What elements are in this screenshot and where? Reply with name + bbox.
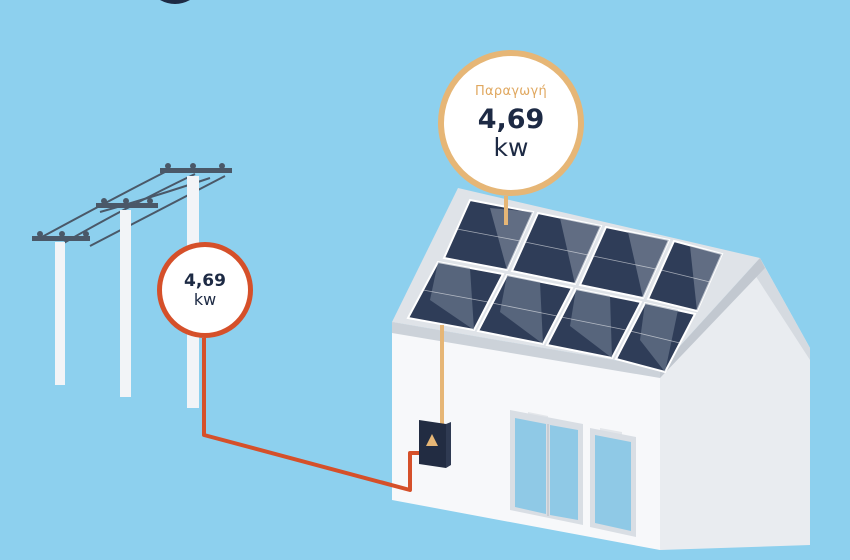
utility-pole: [120, 210, 131, 397]
panel-reflection: [560, 218, 601, 284]
warning-triangle-icon: [426, 434, 438, 446]
panel-grid-line: [524, 241, 589, 256]
insulator: [101, 198, 107, 204]
production-value: 4,69: [477, 104, 545, 135]
glass-door-pane: [595, 435, 631, 531]
panel-reflection: [570, 289, 612, 358]
panel-reflection: [628, 232, 669, 298]
grid-cable: [202, 338, 420, 492]
production-label: Παραγωγή: [474, 84, 548, 99]
production-bubble: Παραγωγή 4,69 kw: [438, 50, 584, 196]
panel-grid-line: [592, 255, 657, 270]
pole-crossarm: [160, 168, 232, 173]
insulator: [219, 163, 225, 169]
insulator: [190, 163, 196, 169]
grid-value: 4,69: [184, 270, 226, 291]
cropped-top-shape: [160, 0, 190, 4]
panel-reflection: [640, 303, 678, 372]
grid-unit: kw: [193, 289, 217, 309]
panel-reflection: [690, 246, 722, 311]
insulator: [83, 231, 89, 237]
panel-reflection: [500, 275, 543, 344]
inverter: [419, 420, 451, 468]
roof-edge: [392, 322, 660, 378]
glass-door-pane: [550, 425, 578, 520]
panel-grid-line: [456, 228, 521, 242]
pole-crossarm: [96, 203, 158, 208]
roof-edge-side: [660, 258, 765, 378]
solar-panels: [406, 198, 724, 374]
insulator: [123, 198, 129, 204]
panel-grid-line: [491, 302, 558, 317]
panel-grid-line: [560, 316, 627, 331]
inverter-side: [446, 422, 451, 468]
house-windows: [510, 410, 636, 537]
panel-grid-line: [422, 289, 489, 303]
panel-reflection: [430, 262, 474, 330]
production-unit: kw: [493, 133, 529, 162]
insulator: [147, 198, 153, 204]
panel-grid-line: [660, 269, 711, 283]
glass-door-pane: [515, 418, 546, 514]
house-side-wall-shade: [755, 258, 810, 360]
panel-grid-line: [629, 330, 681, 344]
grid-bubble: 4,69 kw: [157, 242, 253, 338]
insulator: [59, 231, 65, 237]
pole-crossarm: [32, 236, 90, 241]
utility-pole: [55, 242, 65, 385]
insulator: [37, 231, 43, 237]
insulator: [165, 163, 171, 169]
power-wire: [89, 175, 226, 247]
